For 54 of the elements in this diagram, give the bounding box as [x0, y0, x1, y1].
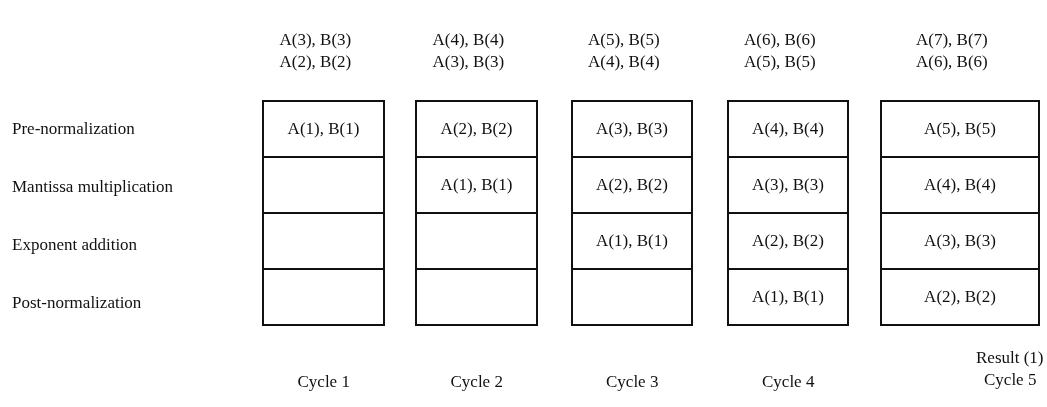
queued-operands: A(3), B(3) [432, 52, 505, 72]
operand-text: A(2), B(2) [440, 119, 513, 139]
empty-pipeline-box [262, 212, 385, 270]
queued-operands: A(4), B(4) [432, 30, 505, 50]
operand-text: A(1), B(1) [440, 175, 513, 195]
operand-text: A(3), B(3) [924, 231, 996, 251]
pipeline-stage-box [571, 156, 693, 214]
pipeline-stage-box [727, 100, 849, 158]
queued-operands: A(3), B(3) [279, 30, 352, 50]
operand-text: A(4), B(4) [752, 119, 824, 139]
operand-text: A(1), B(1) [752, 287, 824, 307]
queued-operands: A(6), B(6) [744, 30, 816, 50]
pipeline-stage-box [415, 100, 538, 158]
queued-operands: A(6), B(6) [916, 52, 988, 72]
operand-text: A(3), B(3) [596, 119, 668, 139]
pipeline-stage-box [571, 100, 693, 158]
operand-text: A(2), B(2) [752, 231, 824, 251]
stage-label: Exponent addition [12, 235, 138, 255]
operand-text: A(3), B(3) [752, 175, 824, 195]
cycle-label: Cycle 1 [297, 372, 350, 392]
empty-pipeline-box [415, 212, 538, 270]
result-note: Result (1) [976, 348, 1044, 368]
queued-operands: A(5), B(5) [588, 30, 660, 50]
stage-label: Post-normalization [12, 293, 142, 313]
queued-operands: A(5), B(5) [744, 52, 816, 72]
queued-operands: A(7), B(7) [916, 30, 988, 50]
cycle-label: Cycle 3 [606, 372, 659, 392]
pipeline-stage-box [880, 156, 1040, 214]
operand-text: A(2), B(2) [924, 287, 996, 307]
operand-text: A(5), B(5) [924, 119, 996, 139]
operand-text: A(1), B(1) [596, 231, 668, 251]
cycle-label: Cycle 2 [450, 372, 503, 392]
queued-operands: A(2), B(2) [279, 52, 352, 72]
operand-text: A(1), B(1) [287, 119, 360, 139]
operand-text: A(2), B(2) [596, 175, 668, 195]
empty-pipeline-box [571, 268, 693, 326]
cycle-label: Cycle 5 [984, 370, 1037, 390]
pipeline-stage-box [415, 156, 538, 214]
pipeline-stage-box [880, 268, 1040, 326]
operand-text: A(4), B(4) [924, 175, 996, 195]
empty-pipeline-box [262, 156, 385, 214]
empty-pipeline-box [415, 268, 538, 326]
pipeline-stage-box [880, 100, 1040, 158]
stage-label: Pre-normalization [12, 119, 135, 139]
pipeline-stage-box [262, 100, 385, 158]
pipeline-stage-box [880, 212, 1040, 270]
cycle-label: Cycle 4 [762, 372, 815, 392]
pipeline-stage-box [571, 212, 693, 270]
empty-pipeline-box [262, 268, 385, 326]
pipeline-stage-box [727, 156, 849, 214]
stage-label: Mantissa multiplication [12, 177, 173, 197]
queued-operands: A(4), B(4) [588, 52, 660, 72]
pipeline-stage-box [727, 212, 849, 270]
pipeline-stage-box [727, 268, 849, 326]
